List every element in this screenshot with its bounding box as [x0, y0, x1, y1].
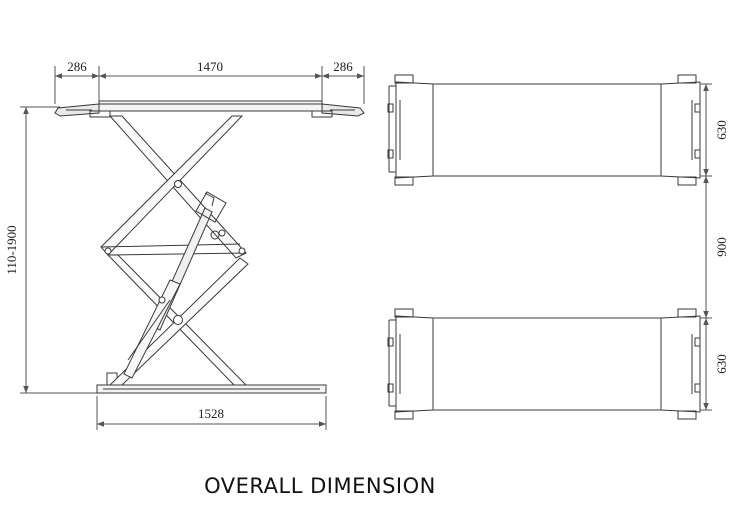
dim-label-top-center: 1470 [197, 59, 223, 74]
top-dimension [54, 66, 365, 104]
dim-label-height: 110-1900 [4, 225, 19, 274]
pivot-pins [104, 180, 246, 325]
drawing-caption: OVERALL DIMENSION [204, 474, 436, 498]
dim-label-top-right: 286 [333, 59, 353, 74]
top-view-upper-platform [387, 74, 701, 186]
height-dimension [20, 106, 100, 394]
right-dimension [700, 83, 712, 411]
top-view-lower-platform [387, 308, 701, 420]
dim-label-upper-width: 630 [714, 120, 729, 140]
dim-label-lower-width: 630 [714, 354, 729, 374]
dim-label-gap: 900 [714, 237, 729, 257]
lift-platform [54, 100, 365, 118]
base-dimension [96, 396, 327, 430]
top-view [387, 74, 712, 420]
side-view [20, 66, 365, 430]
dim-label-base: 1528 [198, 406, 224, 421]
hydraulic-cylinder [123, 191, 227, 379]
upper-scissor-arms [100, 115, 247, 259]
dim-label-top-left: 286 [67, 59, 87, 74]
